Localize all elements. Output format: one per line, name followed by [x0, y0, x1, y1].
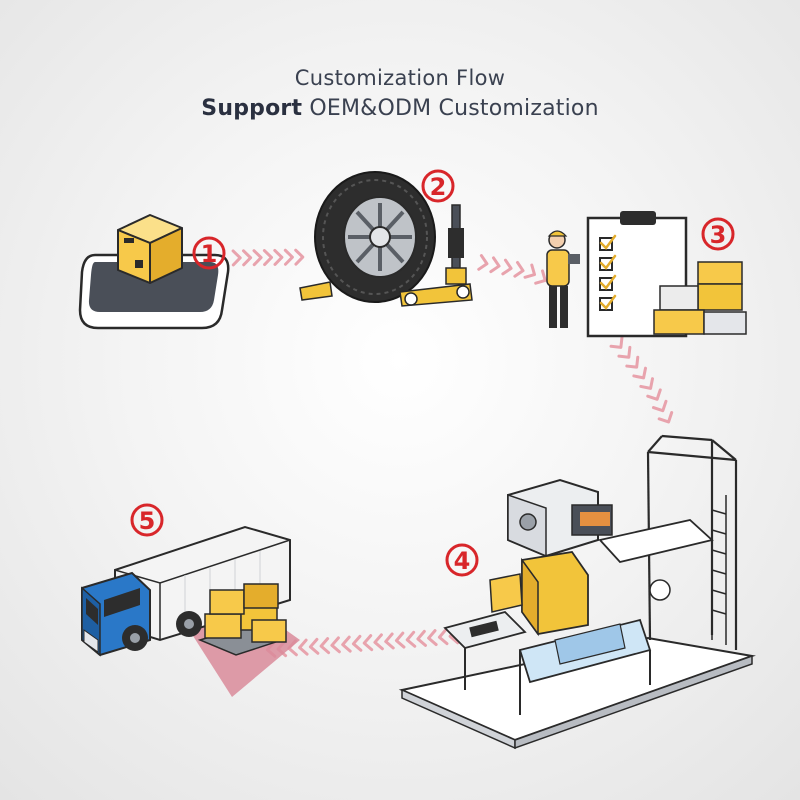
- step-1-number: 1: [201, 240, 218, 268]
- step-4-number: 4: [454, 547, 471, 575]
- flow-chevron: [489, 256, 502, 275]
- page-title: Customization Flow: [294, 66, 506, 90]
- checklist-inspection-icon: [546, 211, 747, 338]
- step-1-marker: 1: [192, 236, 226, 270]
- flow-chevron: [231, 249, 242, 267]
- factory-machine-icon: [398, 434, 756, 750]
- step-2-number: 2: [430, 173, 447, 201]
- flow-chevron: [372, 633, 384, 651]
- delivery-truck-icon: [81, 525, 300, 697]
- step-3-number: 3: [710, 221, 727, 249]
- flow-chevron: [329, 636, 341, 654]
- phone-box-icon: [78, 214, 230, 330]
- tire-jack-icon: [299, 171, 473, 307]
- flow-chevron: [262, 248, 274, 267]
- flow-chevron: [625, 355, 644, 374]
- flow-chevron: [362, 634, 374, 652]
- subtitle-rest: OEM&ODM Customization: [302, 96, 599, 121]
- flow-chevron: [501, 258, 514, 277]
- flow-chevron: [523, 263, 540, 283]
- step-5-number: 5: [139, 507, 156, 535]
- flow-chevron: [252, 249, 263, 267]
- flow-chevron: [646, 388, 665, 404]
- flow-chevron: [639, 377, 658, 394]
- flow-chevron: [657, 411, 677, 427]
- flow-chevron: [242, 249, 253, 267]
- flow-chevron: [617, 345, 636, 364]
- step-5-marker: 5: [130, 503, 164, 537]
- title-block: Customization Flow Support OEM&ODM Custo…: [0, 66, 800, 121]
- flow-chevron: [405, 630, 417, 649]
- flow-chevron: [340, 635, 352, 654]
- flow-chevron: [609, 336, 628, 354]
- flow-chevron: [437, 628, 449, 646]
- flow-chevron: [273, 248, 284, 266]
- flow-chevron: [308, 637, 320, 656]
- flow-chevron: [394, 631, 406, 650]
- flow-chevron: [383, 632, 395, 651]
- flow-chevron: [319, 637, 331, 655]
- page-subtitle: Support OEM&ODM Customization: [0, 96, 800, 121]
- flow-chevron: [294, 248, 305, 266]
- subtitle-bold: Support: [201, 96, 303, 121]
- flow-chevron: [426, 629, 438, 647]
- flow-chevron: [651, 399, 671, 416]
- step-3-marker: 3: [701, 217, 735, 251]
- flow-chevron: [351, 634, 363, 653]
- flow-chevron: [632, 366, 651, 384]
- flow-chevron: [513, 260, 526, 280]
- flow-chevron: [477, 254, 490, 273]
- step-4-marker: 4: [445, 543, 479, 577]
- flow-chevron: [297, 638, 309, 657]
- step-2-marker: 2: [421, 169, 455, 203]
- flow-chevron: [415, 629, 427, 648]
- flow-chevron: [283, 248, 294, 266]
